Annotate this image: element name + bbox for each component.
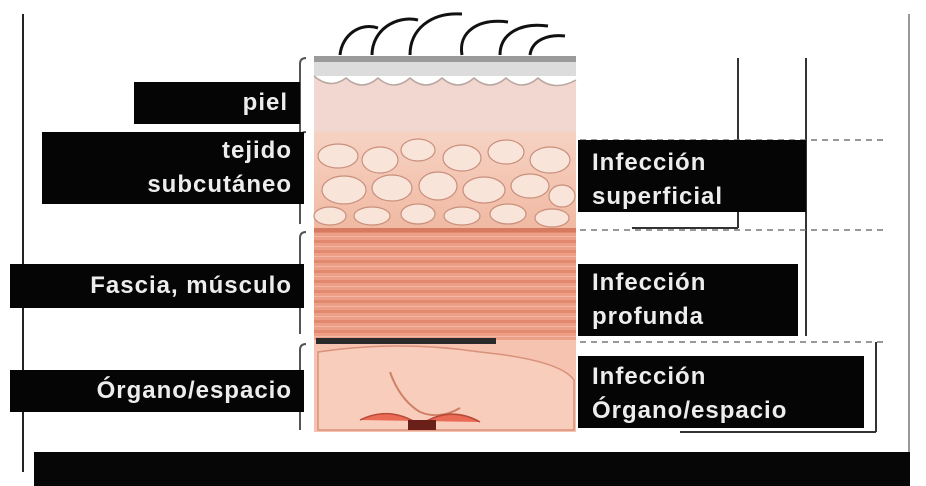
label-skin: piel — [134, 82, 300, 124]
label-organ-space-infection: Infección Órgano/espacio — [578, 356, 864, 428]
hair-strands — [340, 14, 565, 55]
label-deep-infection: Infección profunda — [578, 264, 798, 336]
label-superficial-line1: Infección — [592, 146, 806, 180]
label-subcutaneous-tissue: tejido subcutáneo — [42, 132, 304, 204]
label-deep-line2: profunda — [592, 300, 798, 334]
label-deep-line1: Infección — [592, 266, 798, 300]
label-organ-text: Órgano/espacio — [10, 374, 292, 408]
label-subcutaneous-line1: tejido — [42, 134, 292, 168]
muscle-layer — [314, 228, 576, 340]
label-fascia-text: Fascia, músculo — [10, 269, 292, 303]
label-organ-infection-line2: Órgano/espacio — [592, 394, 864, 428]
label-superficial-line2: superficial — [592, 180, 806, 214]
label-subcutaneous-line2: subcutáneo — [42, 168, 292, 202]
caption-bar — [34, 452, 910, 486]
label-organ-space: Órgano/espacio — [10, 370, 304, 412]
skin-layer — [314, 56, 576, 140]
subcutaneous-layer — [314, 132, 576, 230]
label-skin-text: piel — [134, 86, 288, 120]
label-organ-infection-line1: Infección — [592, 360, 864, 394]
label-fascia-muscle: Fascia, músculo — [10, 264, 304, 308]
label-superficial-infection: Infección superficial — [578, 140, 806, 212]
organ-layer — [314, 338, 576, 432]
